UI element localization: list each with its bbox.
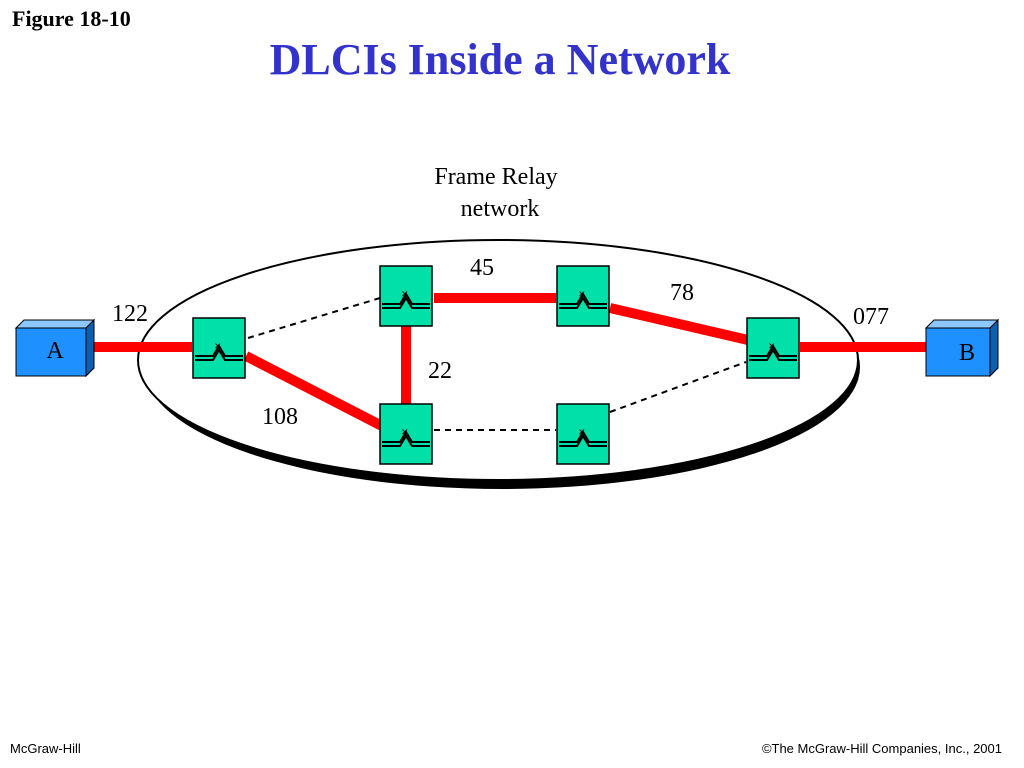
endpoint-a-label: A [46, 338, 64, 364]
figure-label: Figure 18-10 [12, 6, 131, 31]
dlci-label-45: 45 [470, 255, 494, 281]
network-label-line2: network [461, 196, 540, 222]
dlci-label-077: 077 [853, 304, 889, 330]
path-switch4-to-switch6 [608, 303, 750, 345]
network-ellipse [137, 239, 859, 481]
dashed-link-lower-right [609, 361, 747, 413]
network-label-line1: Frame Relay [434, 164, 557, 190]
endpoint-b: B [924, 318, 1000, 378]
path-switch1-to-switch3 [243, 351, 385, 431]
page-title: DLCIs Inside a Network [269, 35, 731, 84]
dlci-label-22: 22 [428, 358, 452, 384]
switch-6: ✕ [746, 317, 800, 379]
footer-copyright: ©The McGraw-Hill Companies, Inc., 2001 [761, 741, 1002, 756]
footer-publisher: McGraw-Hill [10, 741, 81, 756]
switch-5: ✕ [556, 403, 610, 465]
switch-4: ✕ [556, 265, 610, 327]
switch-icon: ✕ [578, 290, 586, 300]
dlci-label-78: 78 [670, 280, 694, 306]
switch-1: ✕ [192, 317, 246, 379]
switch-2: ✕ [379, 265, 433, 327]
endpoint-a: A [14, 318, 96, 378]
switch-3: ✕ [379, 403, 433, 465]
dlci-label-122: 122 [112, 301, 148, 327]
dashed-link-upper-left [247, 297, 381, 339]
switch-icon: ✕ [401, 428, 409, 438]
dlci-label-108: 108 [262, 404, 298, 430]
switch-icon: ✕ [768, 342, 776, 352]
switch-icon: ✕ [578, 428, 586, 438]
switch-icon: ✕ [401, 290, 409, 300]
dashed-links [247, 297, 747, 431]
virtual-circuit-path [86, 293, 930, 431]
switch-icon: ✕ [214, 342, 222, 352]
endpoint-b-label: B [959, 340, 975, 366]
